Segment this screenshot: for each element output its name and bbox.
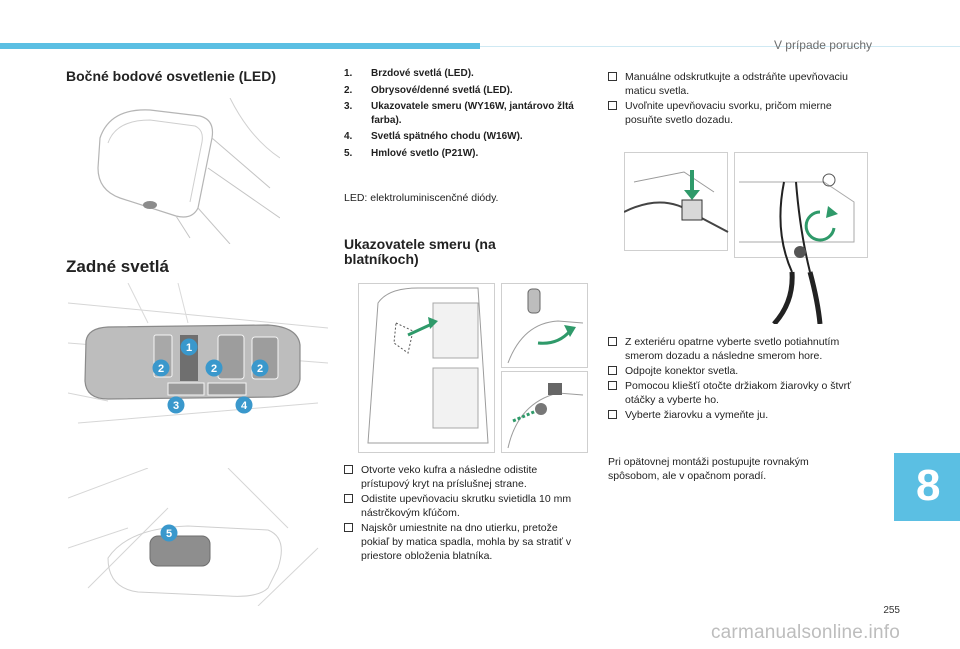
chapter-tab: 8	[894, 453, 960, 521]
svg-text:5: 5	[166, 528, 172, 540]
list-item: Z exteriéru opatrne vyberte svetlo potia…	[608, 335, 858, 363]
step-marker-icon	[344, 465, 353, 474]
list-item: Otvorte veko kufra a následne odistite p…	[344, 463, 584, 491]
callout-5: 5	[160, 524, 178, 542]
trunk-steps-list: Otvorte veko kufra a následne odistite p…	[344, 463, 584, 564]
callout-2b: 2	[205, 359, 223, 377]
list-item: Odistite upevňovaciu skrutku svietidla 1…	[344, 492, 584, 520]
step-marker-icon	[608, 101, 617, 110]
nut-removal-figure	[624, 152, 868, 324]
legend-item: 4.Svetlá spätného chodu (W16W).	[344, 131, 523, 142]
page-number: 255	[883, 605, 900, 616]
legend-item: 5.Hmlové svetlo (P21W).	[344, 147, 479, 159]
step-marker-icon	[608, 366, 617, 375]
step-marker-icon	[608, 410, 617, 419]
step-marker-icon	[344, 494, 353, 503]
legend-item: 1.Brzdové svetlá (LED).	[344, 68, 474, 79]
legend-item: 3.Ukazovatele smeru (WY16W, jantárovo žl…	[344, 101, 574, 126]
step-marker-icon	[608, 72, 617, 81]
rear-light-cluster-figure: 1 2 2 2 3 4	[68, 283, 328, 433]
callout-2a: 2	[152, 359, 170, 377]
svg-text:3: 3	[173, 400, 179, 412]
led-note: LED: elektroluminiscenčné diódy.	[344, 192, 499, 204]
fog-light-figure: 5	[68, 468, 328, 606]
step-marker-icon	[608, 337, 617, 346]
bulb-replacement-steps-list: Z exteriéru opatrne vyberte svetlo potia…	[608, 335, 858, 423]
svg-text:2: 2	[211, 363, 217, 375]
chapter-number: 8	[916, 461, 941, 510]
step-marker-icon	[608, 381, 617, 390]
trunk-access-figure	[358, 283, 588, 453]
chapter-title: V prípade poruchy	[773, 38, 872, 52]
header-divider	[480, 46, 960, 47]
svg-text:4: 4	[241, 400, 248, 412]
rear-lights-legend: 1.Brzdové svetlá (LED). 2.Obrysové/denné…	[344, 67, 594, 163]
list-item: Odpojte konektor svetla.	[608, 364, 858, 378]
side-light-heading: Bočné bodové osvetlenie (LED)	[66, 68, 277, 84]
side-led-lamp	[143, 201, 157, 209]
list-item: Vyberte žiarovku a vymeňte ju.	[608, 408, 858, 422]
list-item: Manuálne odskrutkujte a odstráňte upevňo…	[608, 70, 848, 98]
callout-2c: 2	[251, 359, 269, 377]
watermark: carmanualsonline.info	[710, 622, 900, 643]
step-marker-icon	[344, 523, 353, 532]
list-item: Uvoľnite upevňovaciu svorku, pričom mier…	[608, 99, 848, 127]
callout-4: 4	[235, 396, 253, 414]
side-mirror-figure	[80, 98, 280, 244]
header-accent-bar	[0, 43, 480, 49]
list-item: Pomocou kliešťí otočte držiakom žiarovky…	[608, 379, 858, 407]
list-item: Najskôr umiestnite na dno utierku, preto…	[344, 521, 584, 563]
callout-3: 3	[167, 396, 185, 414]
svg-text:1: 1	[186, 342, 192, 354]
svg-text:2: 2	[257, 363, 263, 375]
nut-removal-steps-list: Manuálne odskrutkujte a odstráňte upevňo…	[608, 70, 848, 128]
indicators-heading: Ukazovatele smeru (na blatníkoch)	[344, 236, 496, 267]
rear-lights-heading: Zadné svetlá	[66, 257, 169, 276]
legend-item: 2.Obrysové/denné svetlá (LED).	[344, 84, 513, 96]
callout-1: 1	[180, 338, 198, 356]
svg-text:2: 2	[158, 363, 164, 375]
reassembly-note: Pri opätovnej montáži postupujte rovnaký…	[608, 456, 809, 482]
